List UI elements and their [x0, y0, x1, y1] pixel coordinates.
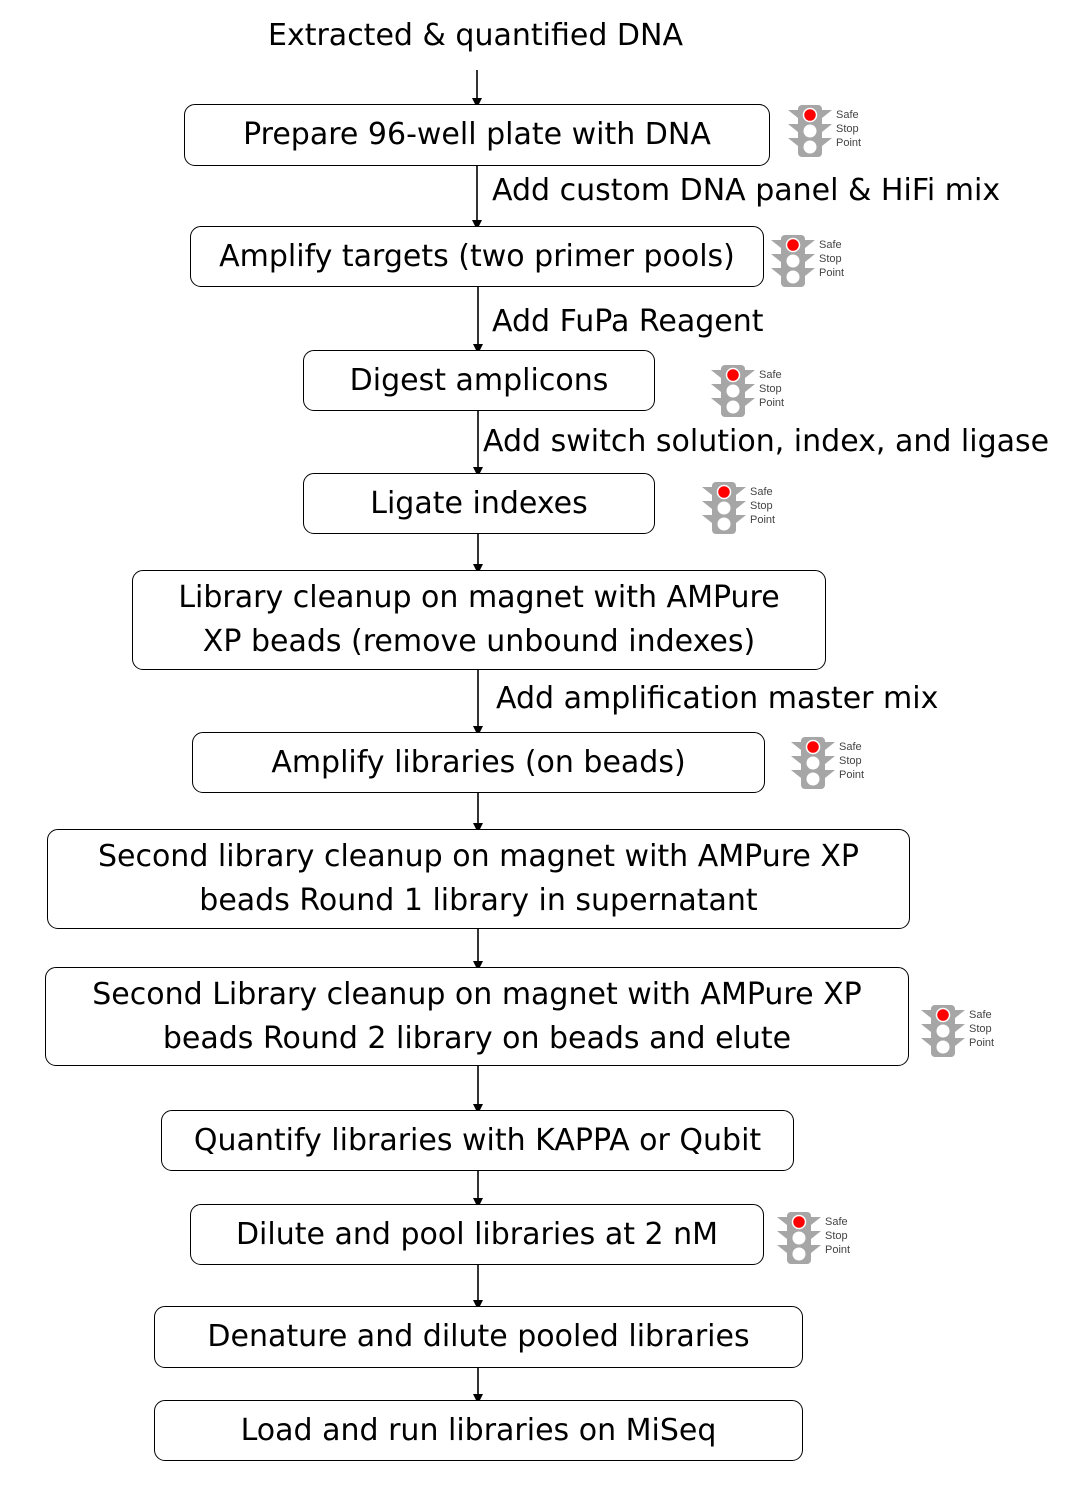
- edge-label-add-panel: Add custom DNA panel & HiFi mix: [492, 173, 1001, 208]
- step-label: Ligate indexes: [370, 485, 588, 521]
- step-label: Dilute and pool libraries at 2 nM: [235, 1216, 719, 1252]
- step-load-run-miseq: Load and run libraries on MiSeq: [154, 1400, 803, 1461]
- step-library-cleanup: Library cleanup on magnet with AMPure XP…: [132, 570, 826, 670]
- step-label: Load and run libraries on MiSeq: [240, 1412, 717, 1448]
- traffic-light-icon: [788, 105, 832, 157]
- step-amplify-targets: Amplify targets (two primer pools): [190, 226, 764, 287]
- edge-label-add-fupa: Add FuPa Reagent: [492, 304, 764, 339]
- traffic-light-icon: [771, 235, 815, 287]
- safe-stop-point-5: Safe Stop Point: [789, 736, 879, 790]
- edge-label-add-switch-solution: Add switch solution, index, and ligase: [483, 424, 1050, 459]
- step-ligate-indexes: Ligate indexes: [303, 473, 655, 534]
- traffic-light-icon: [702, 482, 746, 534]
- traffic-light-icon: [921, 1005, 965, 1057]
- step-label: Quantify libraries with KAPPA or Qubit: [193, 1122, 762, 1158]
- traffic-light-icon: [777, 1212, 821, 1264]
- step-label: Amplify targets (two primer pools): [219, 238, 735, 274]
- safe-stop-point-label: Safe Stop Point: [839, 741, 865, 781]
- step-label: Library cleanup on magnet with AMPure XP…: [178, 580, 780, 659]
- safe-stop-point-label: Safe Stop Point: [969, 1009, 995, 1049]
- step-quantify-libraries: Quantify libraries with KAPPA or Qubit: [161, 1110, 794, 1171]
- traffic-light-icon: [711, 365, 755, 417]
- safe-stop-point-4: Safe Stop Point: [700, 481, 790, 535]
- safe-stop-point-label: Safe Stop Point: [836, 109, 862, 149]
- step-label: Prepare 96-well plate with DNA: [243, 117, 711, 152]
- step-label: Second Library cleanup on magnet with AM…: [92, 976, 862, 1056]
- step-second-cleanup-round-2: Second Library cleanup on magnet with AM…: [45, 967, 909, 1066]
- step-dilute-pool: Dilute and pool libraries at 2 nM: [190, 1204, 764, 1265]
- edge-label-add-master-mix: Add amplification master mix: [496, 681, 939, 716]
- step-denature-dilute: Denature and dilute pooled libraries: [154, 1306, 803, 1368]
- safe-stop-point-label: Safe Stop Point: [750, 486, 776, 526]
- safe-stop-point-6: Safe Stop Point: [919, 1004, 1009, 1058]
- step-label: Digest amplicons: [349, 362, 609, 398]
- traffic-light-icon: [791, 737, 835, 789]
- step-digest-amplicons: Digest amplicons: [303, 350, 655, 411]
- safe-stop-point-label: Safe Stop Point: [759, 369, 785, 409]
- safe-stop-point-3: Safe Stop Point: [709, 364, 799, 418]
- step-label: Denature and dilute pooled libraries: [207, 1319, 750, 1354]
- safe-stop-point-label: Safe Stop Point: [825, 1216, 851, 1256]
- safe-stop-point-2: Safe Stop Point: [769, 234, 859, 288]
- step-second-cleanup-round-1: Second library cleanup on magnet with AM…: [47, 829, 910, 929]
- step-label: Second library cleanup on magnet with AM…: [97, 839, 860, 918]
- safe-stop-point-1: Safe Stop Point: [786, 104, 876, 158]
- step-amplify-libraries: Amplify libraries (on beads): [192, 732, 765, 793]
- safe-stop-point-label: Safe Stop Point: [819, 239, 845, 279]
- step-label: Amplify libraries (on beads): [271, 744, 686, 780]
- step-prepare-plate: Prepare 96-well plate with DNA: [184, 104, 770, 166]
- safe-stop-point-7: Safe Stop Point: [775, 1211, 865, 1265]
- flowchart-title: Extracted & quantified DNA: [268, 18, 683, 53]
